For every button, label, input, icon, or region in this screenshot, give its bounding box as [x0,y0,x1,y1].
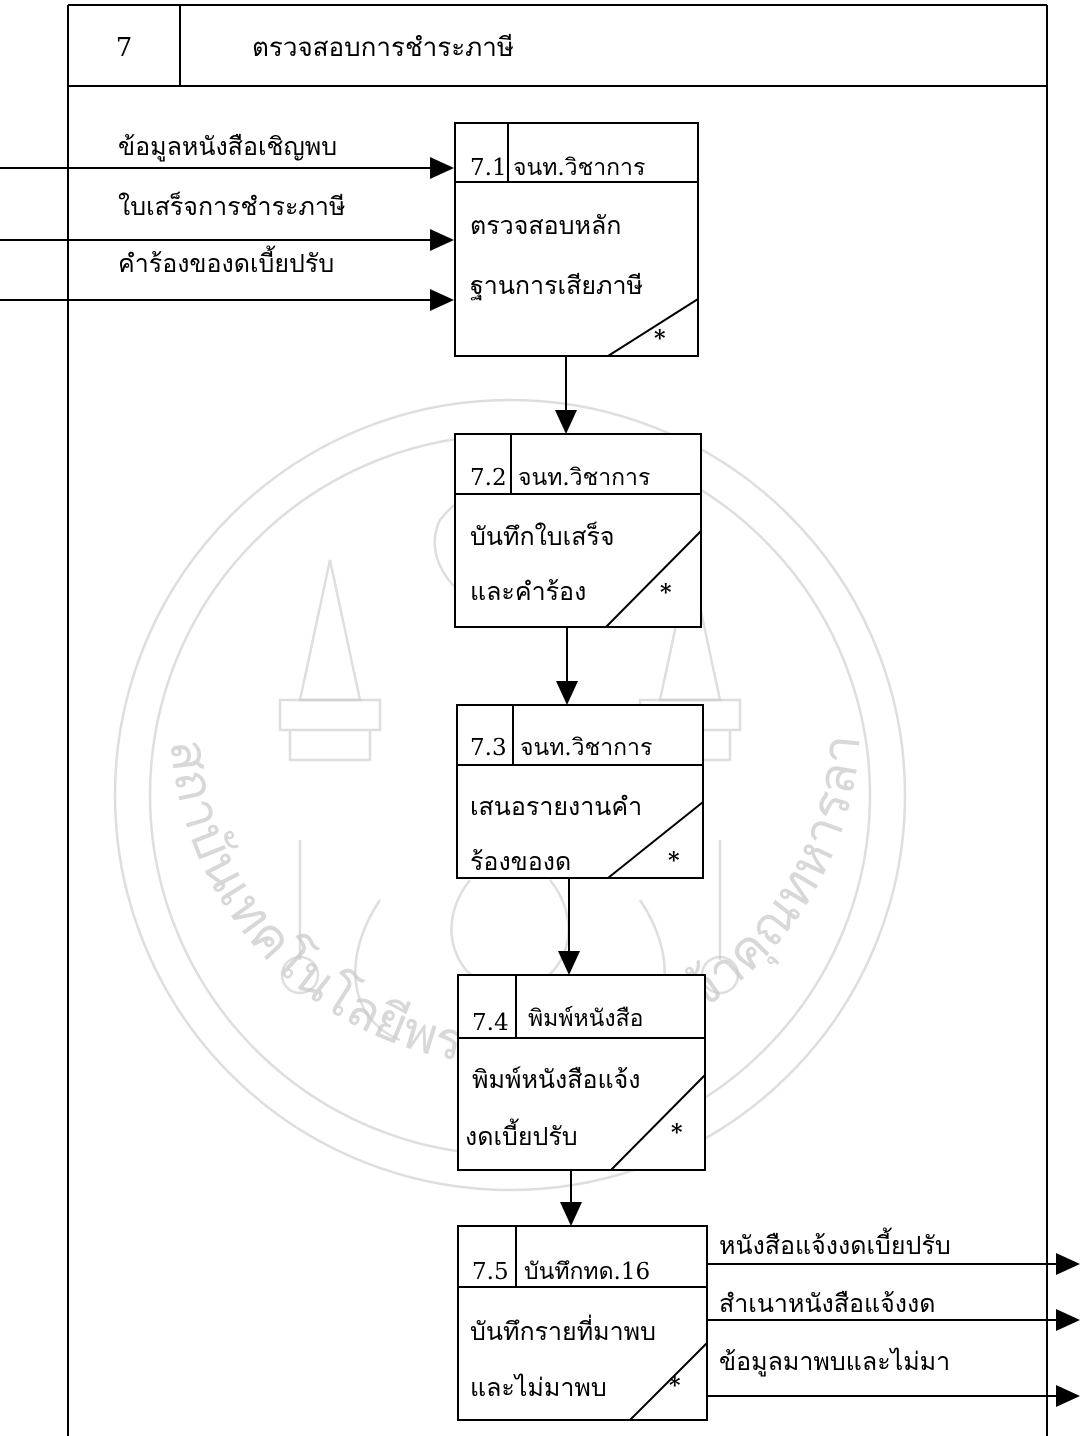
input-label-1: ข้อมูลหนังสือเชิญพบ [118,132,337,162]
process-box-7-1: 7.1 จนท.วิชาการ ตรวจสอบหลัก ฐานการเสียภา… [454,122,699,357]
process-id: 7.1 [470,155,507,181]
process-actor: จนท.วิชาการ [513,155,645,181]
output-arrow-3 [1056,1385,1080,1407]
input-arrow-1 [430,157,454,179]
process-actor: พิมพ์หนังสือ [528,1005,643,1032]
flow-arrow-7-4-to-7-5 [560,1202,582,1226]
output-label-1: หนังสือแจ้งงดเบี้ยปรับ [719,1227,951,1260]
input-flows: ข้อมูลหนังสือเชิญพบ ใบเสร็จการชำระภาษี ค… [0,132,454,311]
header-number: 7 [116,33,133,63]
process-line-1: พิมพ์หนังสือแจ้ง [472,1065,640,1094]
process-id: 7.2 [470,465,507,491]
input-label-2: ใบเสร็จการชำระภาษี [118,191,345,221]
process-mark: * [669,1373,681,1399]
process-line-1: ตรวจสอบหลัก [470,211,621,240]
output-arrow-2 [1056,1309,1080,1331]
output-arrow-1 [1056,1253,1080,1275]
watermark-seal: สถาบันเทคโนโลยีพระจอมเกล้าเจ้าคุณทหารลาด… [0,0,907,1192]
flow-arrow-7-3-to-7-4 [558,951,580,975]
process-mark: * [654,326,666,352]
process-line-2: ฐานการเสียภาษี [470,271,643,300]
process-id: 7.5 [472,1259,509,1285]
output-flows: หนังสือแจ้งงดเบี้ยปรับ สำเนาหนังสือแจ้งง… [707,1227,1080,1407]
process-box-7-3: 7.3 จนท.วิชาการ เสนอรายงานคำ ร้องของด * [456,704,704,879]
process-box-7-2: 7.2 จนท.วิชาการ บันทึกใบเสร็จ และคำร้อง … [454,433,702,628]
flow-arrow-7-2-to-7-3 [556,681,578,705]
process-line-2: และไม่มาพบ [470,1373,607,1402]
output-label-3: ข้อมูลมาพบและไม่มา [719,1347,950,1377]
process-line-2: และคำร้อง [470,577,586,606]
process-mark: * [671,1120,683,1146]
process-id: 7.3 [470,735,507,761]
header-title: ตรวจสอบการชำระภาษี [252,33,514,63]
input-label-3: คำร้องของดเบี้ยปรับ [118,245,334,278]
process-actor: บันทึกทด.16 [524,1259,650,1285]
process-box-7-4: 7.4 พิมพ์หนังสือ พิมพ์หนังสือแจ้ง งดเบี้… [457,974,706,1171]
input-arrow-3 [430,289,454,311]
process-actor: จนท.วิชาการ [520,735,652,761]
input-arrow-2 [430,229,454,251]
output-label-2: สำเนาหนังสือแจ้งงด [719,1289,935,1318]
process-box-7-5: 7.5 บันทึกทด.16 บันทึกรายที่มาพบ และไม่ม… [457,1225,708,1421]
process-line-1: บันทึกรายที่มาพบ [470,1314,656,1346]
diagram-frame [67,4,1048,1436]
process-mark: * [668,848,680,874]
process-id: 7.4 [472,1010,509,1036]
process-mark: * [660,580,672,606]
process-line-1: บันทึกใบเสร็จ [470,521,615,551]
flow-arrow-7-1-to-7-2 [555,410,577,434]
process-actor: จนท.วิชาการ [518,465,650,491]
process-line-1: เสนอรายงานคำ [470,792,642,821]
process-line-2: ร้องของด [470,847,571,876]
process-line-2: งดเบี้ยปรับ [465,1118,578,1151]
